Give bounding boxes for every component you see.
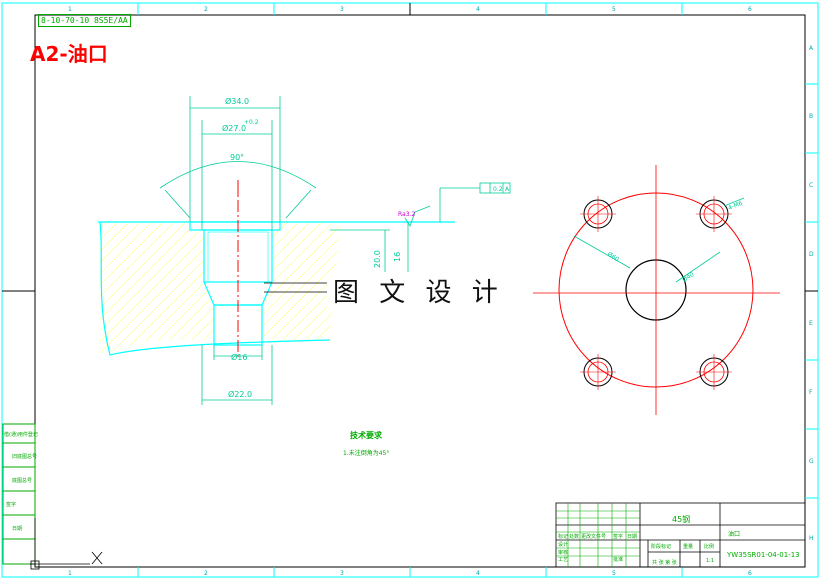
zone-label: 3 bbox=[340, 6, 344, 13]
notes-title: 技术要求 bbox=[350, 430, 383, 440]
top-zone-ticks bbox=[2, 3, 818, 577]
section-view: Ø34.0 Ø27.0 +0.2 90° Ø16 Ø22.0 Ra3.2 0.2… bbox=[98, 96, 511, 405]
watermark: 图 文 设 计 bbox=[327, 272, 510, 309]
dim-angle: 90° bbox=[230, 153, 244, 162]
dim-tolerance: +0.2 bbox=[244, 119, 259, 126]
dim-center: Ø40 bbox=[681, 271, 695, 284]
strip-label: 日期 bbox=[12, 526, 22, 532]
dim-d27: Ø27.0 bbox=[222, 123, 246, 133]
hatch-left bbox=[100, 222, 214, 355]
hatch-right bbox=[262, 222, 340, 340]
notes-line: 1.未注倒角为45° bbox=[343, 449, 389, 457]
stage-label: 阶段标记 bbox=[651, 543, 671, 550]
bolt-hole bbox=[696, 196, 732, 232]
dim-d22: Ø22.0 bbox=[228, 389, 252, 399]
bolt-hole bbox=[696, 354, 732, 390]
roughness-ra: Ra3.2 bbox=[398, 211, 415, 218]
rotated-drawing-code: 8-10-70-10 8S5E/AA bbox=[38, 14, 131, 27]
mark-label: 签字 bbox=[613, 533, 623, 540]
zone-label: 4 bbox=[476, 570, 480, 577]
part-name: 油口 bbox=[728, 530, 740, 538]
zone-label: F bbox=[809, 389, 813, 396]
dim-d34: Ø34.0 bbox=[225, 96, 249, 106]
mark-label: 日期 bbox=[627, 534, 637, 540]
role-label: 设计 bbox=[558, 541, 568, 548]
mark-label: 标记 bbox=[558, 533, 568, 540]
zone-label: D bbox=[809, 251, 814, 258]
zone-label: 2 bbox=[204, 6, 208, 13]
bolt-hole bbox=[580, 354, 616, 390]
zone-label: 3 bbox=[340, 570, 344, 577]
role-label: 工艺 bbox=[558, 557, 568, 563]
dim-h16: 16 bbox=[393, 252, 402, 262]
zone-label: 1 bbox=[68, 6, 72, 13]
zone-label: G bbox=[809, 458, 814, 465]
zone-label: H bbox=[809, 535, 814, 542]
zone-label: 6 bbox=[748, 6, 752, 13]
role-label: 批准 bbox=[613, 556, 623, 563]
zone-label: B bbox=[809, 113, 813, 120]
sheet-text: 共 张 第 张 bbox=[652, 559, 677, 566]
zone-label: C bbox=[809, 182, 813, 189]
dim-d16: Ø16 bbox=[231, 352, 247, 362]
title-block: 标记 处数 更改文件号 签字 日期 设计 审核 工艺 批准 阶段标记 重量 比例… bbox=[555, 502, 806, 568]
weight-label: 重量 bbox=[683, 543, 693, 550]
top-view-dims bbox=[573, 197, 745, 283]
bolt-holes bbox=[580, 196, 732, 390]
bolt-hole bbox=[580, 196, 616, 232]
zone-label: A bbox=[809, 45, 814, 52]
mark-label: 更改文件号 bbox=[581, 533, 606, 540]
dim-holes: 4-M6 bbox=[727, 200, 744, 212]
zone-label: E bbox=[809, 320, 813, 327]
top-view-center-lines bbox=[533, 165, 780, 415]
page-title: A2-油口 bbox=[30, 42, 108, 66]
zone-label: 1 bbox=[68, 570, 72, 577]
drawing-number: YW35SR01-04-01-13 bbox=[726, 551, 800, 559]
zone-label: 4 bbox=[476, 6, 480, 13]
strip-label: 旧底图总号 bbox=[12, 453, 37, 460]
strip-label: 底图总号 bbox=[12, 477, 32, 484]
datum-letter: A bbox=[505, 186, 510, 193]
strip-label: 签字 bbox=[6, 501, 16, 508]
dimension-texts: Ø34.0 Ø27.0 +0.2 90° Ø16 Ø22.0 Ra3.2 0.2… bbox=[222, 96, 510, 399]
material: 45钢 bbox=[672, 514, 690, 524]
mark-label: 处数 bbox=[569, 533, 579, 540]
zone-labels: 1 2 3 4 5 6 1 2 3 4 5 6 A B C D E F G H bbox=[68, 6, 814, 577]
zone-label: 2 bbox=[204, 570, 208, 577]
zone-label: 6 bbox=[748, 570, 752, 577]
dim-h20: 20.0 bbox=[373, 250, 382, 268]
scale-value: 1:1 bbox=[706, 558, 714, 564]
top-view: Ø60 Ø40 4-M6 bbox=[533, 165, 780, 415]
part-outline bbox=[98, 221, 455, 356]
scale-label: 比例 bbox=[704, 543, 714, 550]
left-strip: 借(通)用件登记 旧底图总号 底图总号 签字 日期 bbox=[2, 423, 103, 570]
zone-label: 5 bbox=[612, 6, 616, 13]
role-label: 审核 bbox=[558, 549, 568, 556]
strip-label: 借(通)用件登记 bbox=[4, 431, 38, 438]
flatness-value: 0.2 bbox=[493, 186, 503, 193]
zone-label: 5 bbox=[612, 570, 616, 577]
